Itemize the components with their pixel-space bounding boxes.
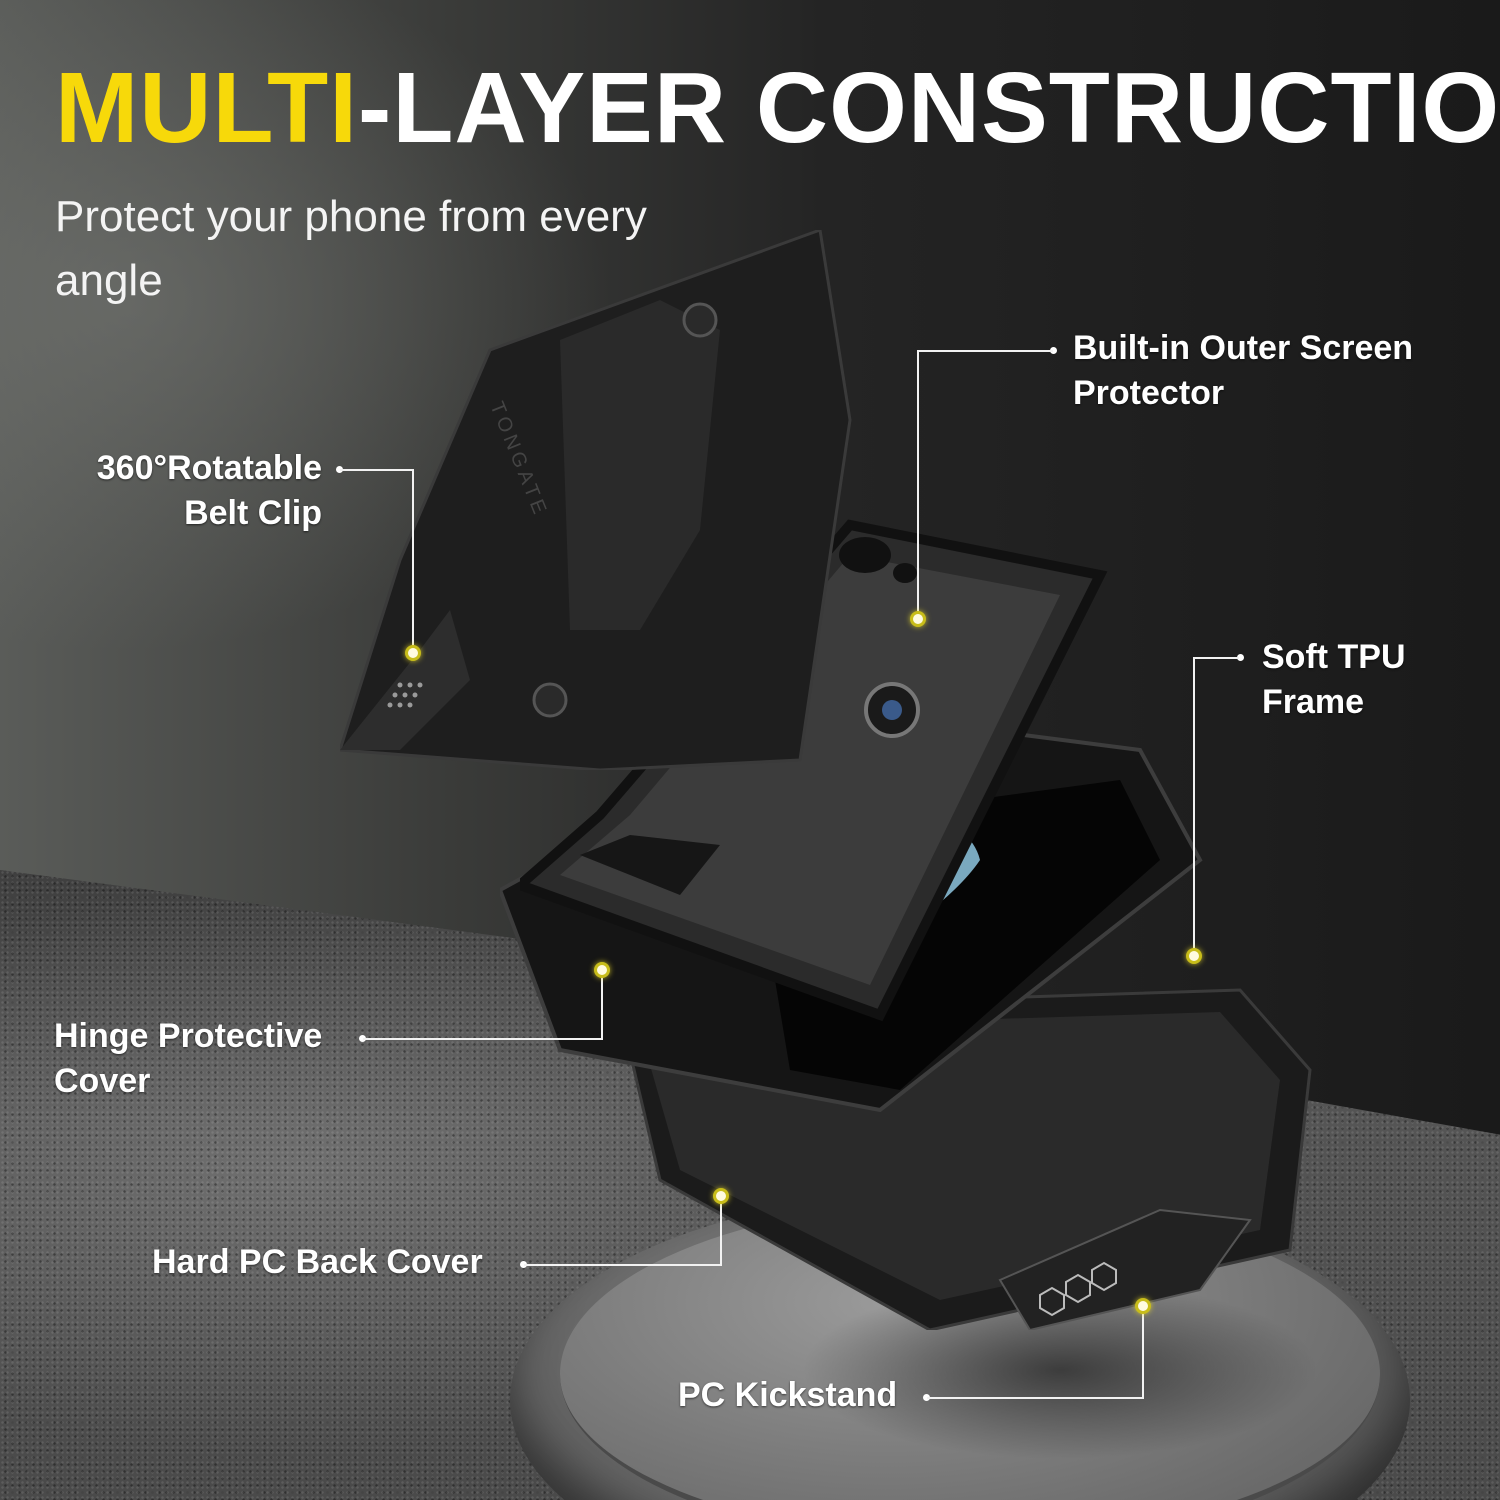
leader-end-dot [1050, 347, 1057, 354]
subtitle: Protect your phone from every angle [55, 192, 647, 305]
leader-end-dot [359, 1035, 366, 1042]
leader-line [524, 1264, 722, 1266]
leader-end-dot [336, 466, 343, 473]
callout-hinge-cover: Hinge Protective Cover [54, 1017, 323, 1100]
title-rest: -LAYER CONSTRUCTION [358, 52, 1500, 164]
leader-line [601, 970, 603, 1040]
leader-line [1193, 657, 1239, 659]
leader-line [412, 469, 414, 651]
title-highlight: MULTI [55, 52, 359, 164]
leader-end-dot [923, 1394, 930, 1401]
page-title: MULTI-LAYER CONSTRUCTION [55, 58, 1500, 158]
leader-line [1193, 657, 1195, 949]
screen-protector-marker [910, 611, 926, 627]
leader-line [927, 1397, 1144, 1399]
callout-outer-screen-protector: Built-in Outer Screen Protector [1073, 329, 1414, 412]
belt-clip-marker [405, 645, 421, 661]
kickstand-marker [1135, 1298, 1151, 1314]
leader-line [917, 350, 919, 612]
callout-belt-clip: 360°Rotatable Belt Clip [96, 449, 322, 532]
leader-line [1142, 1306, 1144, 1399]
leader-line [720, 1196, 722, 1266]
callout-back-cover: Hard PC Back Cover [152, 1243, 483, 1281]
leader-line [917, 350, 1053, 352]
rotatable-belt-clip-illustration: TONGATE [340, 230, 852, 770]
leader-line [340, 469, 414, 471]
callout-kickstand: PC Kickstand [678, 1376, 898, 1414]
callout-tpu-frame: Soft TPU Frame [1262, 638, 1406, 721]
leader-end-dot [1237, 654, 1244, 661]
leader-end-dot [520, 1261, 527, 1268]
hinge-cover-marker [594, 962, 610, 978]
outer-screen-protector-illustration [520, 519, 1108, 1022]
leader-line [363, 1038, 603, 1040]
back-cover-marker [713, 1188, 729, 1204]
tpu-frame-marker [1186, 948, 1202, 964]
